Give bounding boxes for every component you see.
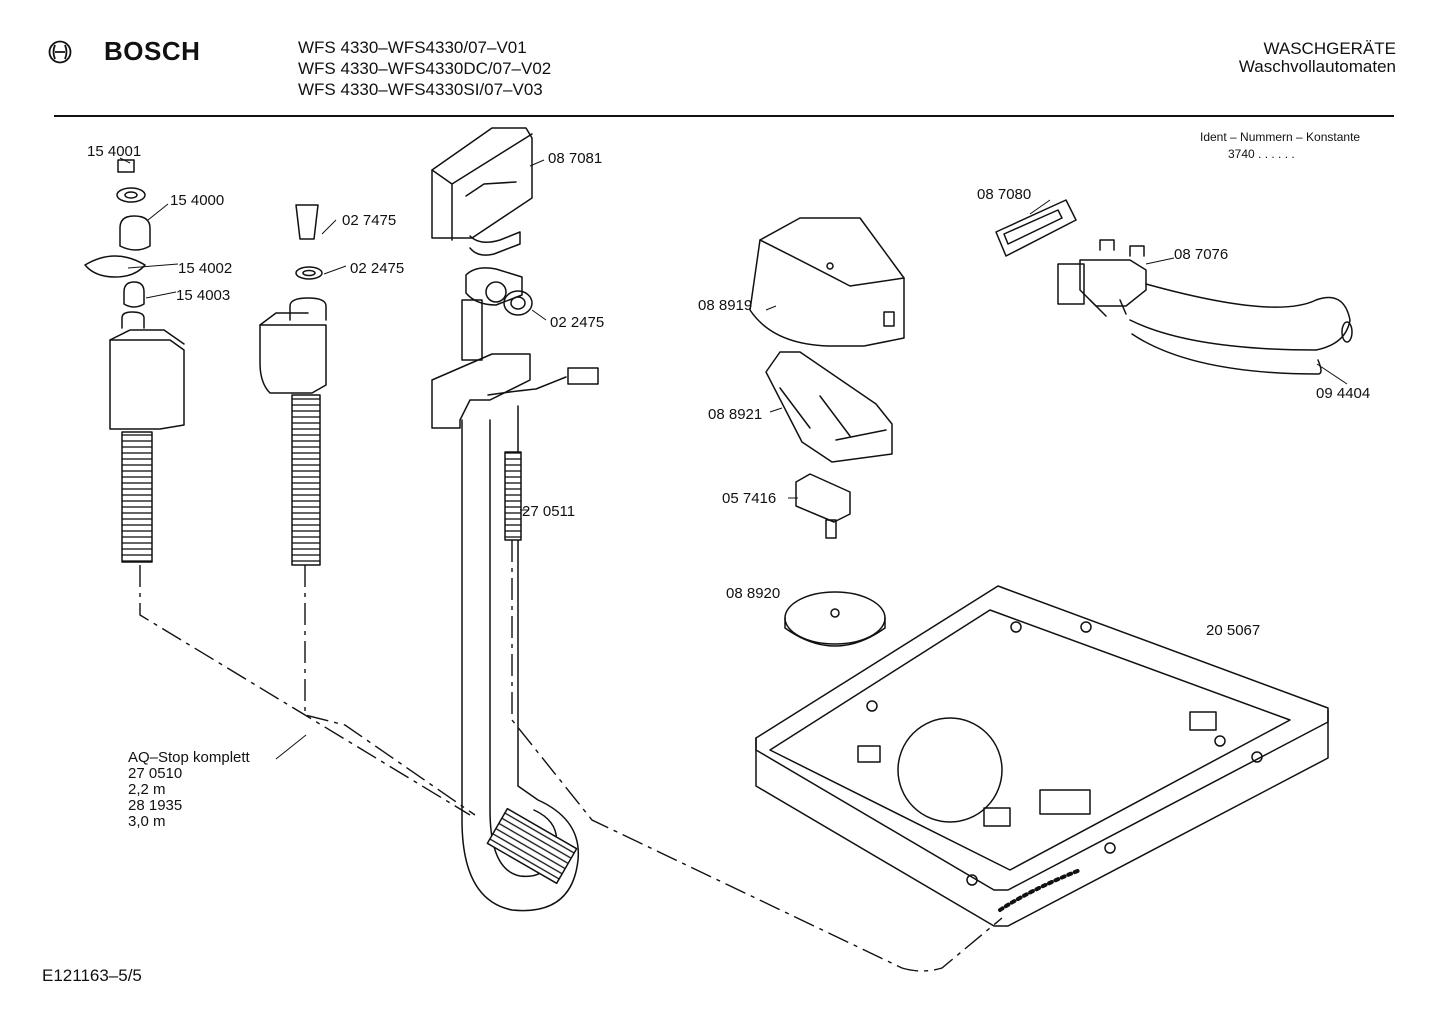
part-number-label: 08 7081 bbox=[548, 150, 603, 167]
part-number-label: 15 4003 bbox=[176, 287, 231, 304]
part-number-label: 27 0511 bbox=[522, 503, 576, 520]
inlet-hose-part bbox=[1129, 283, 1353, 375]
panel-cover-part bbox=[749, 217, 905, 347]
category-title: WASCHGERÄTE bbox=[1263, 39, 1396, 58]
model-line-3: WFS 4330–WFS4330SI/07–V03 bbox=[298, 80, 543, 99]
ident-title: Ident – Nummern – Konstante bbox=[1200, 130, 1361, 144]
part-number-label: 05 7416 bbox=[722, 490, 777, 507]
part-number-label: 02 2475 bbox=[350, 260, 405, 277]
aq-stop-number-1: 27 0510 bbox=[128, 765, 183, 782]
model-line-2: WFS 4330–WFS4330DC/07–V02 bbox=[298, 59, 552, 78]
round-cover-part bbox=[784, 591, 886, 647]
part-number-label: 08 8920 bbox=[726, 585, 781, 602]
part-number-label: 15 4000 bbox=[170, 192, 225, 209]
base-plate-part bbox=[755, 585, 1329, 927]
part-number-label: 08 8921 bbox=[708, 406, 763, 423]
part-number-label: 08 8919 bbox=[698, 297, 753, 314]
header-divider bbox=[54, 115, 1394, 117]
part-number-label: 15 4001 bbox=[87, 143, 142, 160]
aq-stop-number-2: 28 1935 bbox=[128, 797, 183, 814]
part-number-label: 08 7076 bbox=[1174, 246, 1229, 263]
part-number-label: 15 4002 bbox=[178, 260, 233, 277]
ident-value: 3740 . . . . . . bbox=[1228, 147, 1295, 161]
category-subtitle: Waschvollautomaten bbox=[1238, 57, 1396, 76]
inlet-valve-part bbox=[1057, 239, 1147, 317]
part-number-label: 02 2475 bbox=[550, 314, 605, 331]
drain-hose-assembly bbox=[431, 267, 599, 912]
hose-cover-part bbox=[431, 127, 533, 256]
aq-stop-title: AQ–Stop komplett bbox=[128, 749, 250, 766]
part-number-label: 09 4404 bbox=[1316, 385, 1371, 402]
brand-name: BOSCH bbox=[104, 36, 201, 66]
mounting-plate-part bbox=[995, 199, 1077, 257]
aq-stop-valve-right bbox=[259, 204, 327, 566]
aq-stop-length-1: 2,2 m bbox=[128, 781, 166, 798]
part-number-label: 02 7475 bbox=[342, 212, 397, 229]
drawing-code: E121163–5/5 bbox=[42, 966, 142, 985]
part-number-label: 08 7080 bbox=[977, 186, 1032, 203]
bracket-part bbox=[765, 351, 893, 463]
aq-stop-block: AQ–Stop komplett 27 0510 2,2 m 28 1935 3… bbox=[128, 750, 250, 830]
aq-stop-valve-left bbox=[84, 159, 185, 563]
part-number-label: 20 5067 bbox=[1206, 622, 1261, 639]
bosch-logo-icon bbox=[48, 40, 72, 64]
aq-stop-length-2: 3,0 m bbox=[128, 813, 166, 830]
switch-part bbox=[795, 473, 851, 539]
model-line-1: WFS 4330–WFS4330/07–V01 bbox=[298, 38, 527, 57]
assembly-path bbox=[139, 540, 1003, 972]
leader-lines bbox=[119, 157, 1348, 760]
